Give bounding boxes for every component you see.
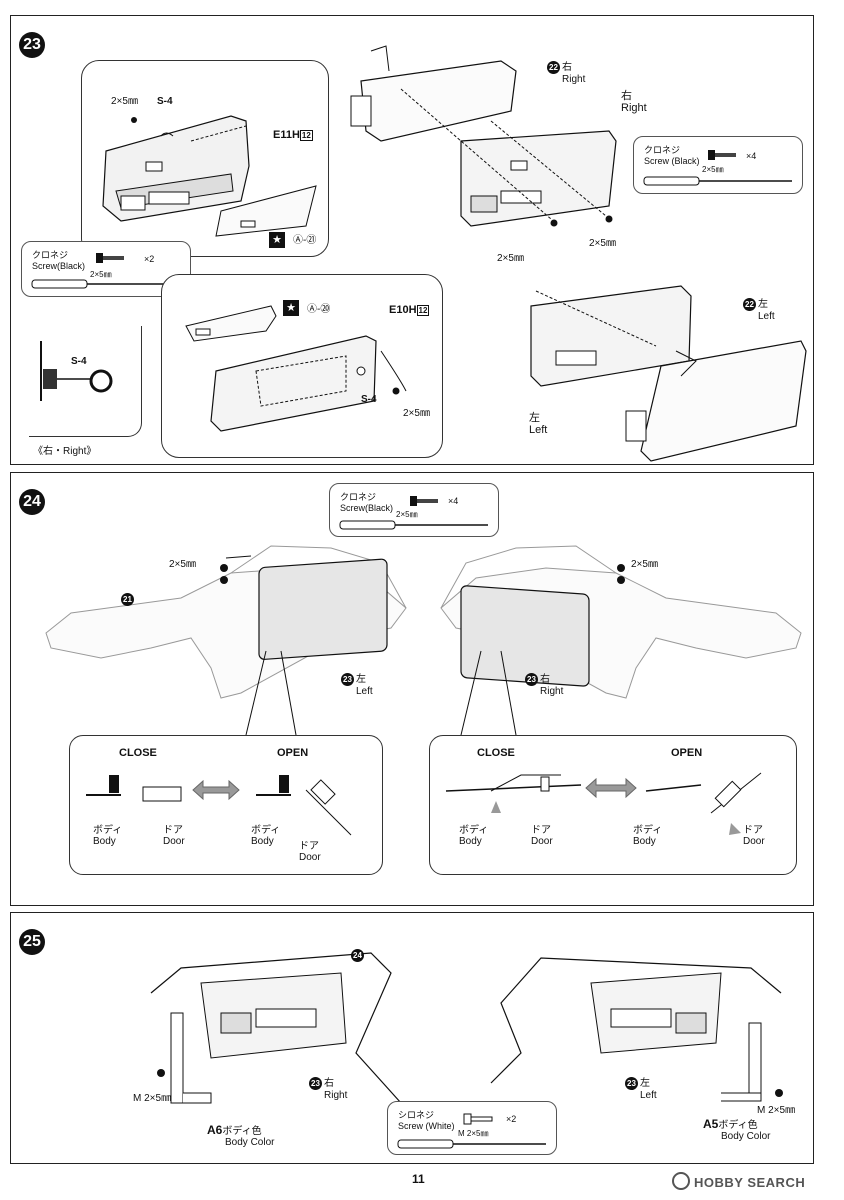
page-number: 11: [412, 1172, 425, 1186]
screw-size-label-b: 2×5㎜: [589, 238, 616, 249]
screw-jp-label: クロネジ: [340, 492, 377, 502]
detail-caption: 《右・Right》: [33, 446, 97, 457]
screw-size-label: 2×5㎜: [702, 165, 724, 174]
screw-en-label: Screw(Black): [340, 503, 394, 513]
screw-icon: [708, 150, 736, 160]
hinge-close-open-drawing-right: [445, 772, 762, 835]
sticker-star-icon: ★: [283, 300, 299, 316]
part-a20-label: Ⓐ-⑳: [307, 304, 331, 315]
part-s4-label-b: S-4: [361, 394, 377, 405]
door-hinge-detail-right: [429, 735, 797, 875]
screwdriver-icon: [31, 279, 180, 289]
screw-icon: [96, 253, 124, 263]
screw-qty-label: ×4: [746, 151, 757, 161]
screw-en-label: Screw (Black): [644, 156, 700, 166]
watermark-logo-icon: [672, 1172, 690, 1190]
screwdriver-icon: [397, 1139, 546, 1149]
left-door-assembly-drawing: [530, 285, 807, 462]
screw-jp-label: シロネジ: [398, 1110, 435, 1120]
interior-left-drawing: [150, 952, 402, 1104]
screw-qty-label: ×2: [506, 1114, 517, 1124]
screw-qty-label: ×4: [448, 496, 459, 506]
open-label: OPEN: [277, 747, 309, 759]
sticker-star-icon: ★: [269, 232, 285, 248]
screwdriver-icon: [643, 176, 792, 186]
step-number: 25: [19, 929, 45, 955]
part-s4-label: S-4: [157, 96, 173, 107]
right-door-trim-drawing: [102, 115, 317, 237]
screw-jp-label: クロネジ: [644, 145, 681, 155]
screw-black-x2-box: クロネジ Screw(Black) ×2 2×5㎜: [21, 241, 191, 297]
screwdriver-icon: [339, 520, 488, 530]
callout-lines: [245, 650, 517, 736]
screw-qty-label: ×2: [144, 254, 155, 264]
part-a21-label: Ⓐ-㉑: [293, 235, 317, 246]
interior-right-drawing: [490, 957, 783, 1102]
open-label: OPEN: [671, 747, 703, 759]
car-body-left-drawing: [45, 545, 407, 699]
door-hinge-detail-left: [69, 735, 383, 875]
screw-black-x4-box: クロネジ Screw (Black) ×4 2×5㎜: [633, 136, 803, 194]
s4-clip-drawing: [40, 341, 113, 401]
right-door-assembly-drawing: [350, 45, 617, 227]
screw-size-label: 2×5㎜: [90, 270, 112, 279]
screw-icon: [410, 496, 438, 506]
screw-size-label: 2×5㎜: [396, 510, 418, 519]
left-door-trim-drawing: [185, 305, 407, 432]
screw-size-label: 2×5㎜: [631, 559, 658, 570]
screw-size-label: 2×5㎜: [111, 96, 138, 107]
screw-black-x4-box: クロネジ Screw(Black) ×4 2×5㎜: [329, 483, 499, 537]
screw-icon: [463, 1113, 493, 1125]
hinge-close-open-drawing-left: [86, 775, 352, 836]
screw-size-label-d: 2×5㎜: [403, 408, 430, 419]
step-number: 24: [19, 489, 45, 515]
screw-en-label: Screw(Black): [32, 261, 86, 271]
m-screw-label-right: M 2×5㎜: [757, 1105, 796, 1116]
screw-size-label: M 2×5㎜: [458, 1129, 489, 1138]
s4-detail-label: S-4: [71, 356, 87, 367]
screw-white-x2-box: シロネジ Screw (White) ×2 M 2×5㎜: [387, 1101, 557, 1155]
close-label: CLOSE: [477, 747, 515, 759]
screw-jp-label: クロネジ: [32, 250, 69, 260]
screw-size-label-c: 2×5㎜: [497, 253, 524, 264]
ref-21-label: 21: [121, 593, 136, 606]
m-screw-label-left: M 2×5㎜: [133, 1093, 172, 1104]
watermark: HOBBY SEARCH: [672, 1172, 805, 1190]
close-label: CLOSE: [119, 747, 157, 759]
screw-en-label: Screw (White): [398, 1121, 455, 1131]
screw-size-label: 2×5㎜: [169, 559, 196, 570]
step-number: 23: [19, 32, 45, 58]
ref-24-label: 24: [351, 949, 366, 962]
